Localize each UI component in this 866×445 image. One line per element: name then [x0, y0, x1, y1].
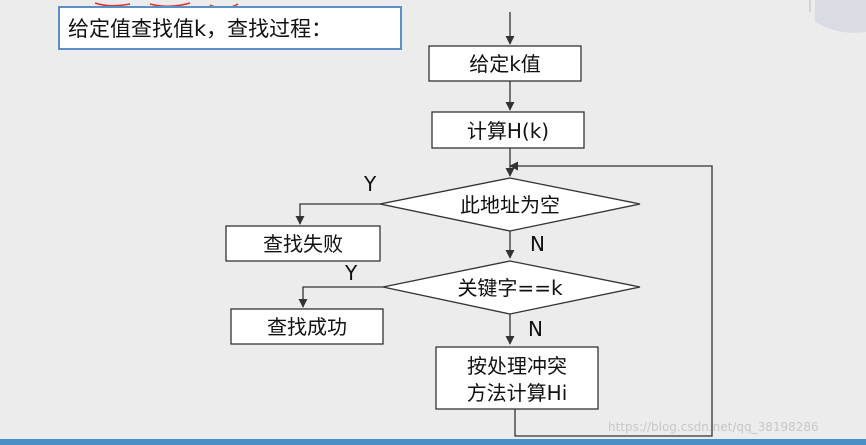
- key-no-label: N: [528, 317, 543, 341]
- title-box: [58, 6, 402, 50]
- key-check-diamond: [382, 260, 641, 315]
- collision-box-line-1: 按处理冲突: [467, 354, 567, 378]
- start-box: [428, 45, 582, 82]
- key-yes-label: Y: [344, 261, 358, 285]
- arrow-empty-yes-to-fail: [295, 203, 380, 225]
- fail-box: [225, 225, 381, 262]
- empty-no-label: N: [530, 232, 545, 256]
- arrow-key-yes-to-success: [298, 286, 383, 308]
- title-text: 给定值查找值k，查找过程：: [68, 17, 332, 41]
- collision-box: [435, 346, 599, 410]
- empty-check-label: 此地址为空: [460, 193, 560, 217]
- compute-box-label: 计算H(k): [467, 119, 549, 143]
- bottom-accent-bar: [0, 439, 866, 445]
- empty-check-diamond: [379, 177, 641, 232]
- loop-back-arrow: [509, 161, 713, 437]
- collision-box-line-2: 方法计算Hi: [467, 381, 568, 405]
- compute-box: [431, 111, 585, 149]
- key-check-label: 关键字==k: [457, 276, 563, 300]
- success-box: [230, 308, 384, 345]
- success-box-label: 查找成功: [267, 315, 347, 339]
- presenter-video-thumbnail: [815, 0, 866, 33]
- start-box-label: 给定k值: [469, 52, 541, 76]
- empty-yes-label: Y: [363, 172, 377, 196]
- fail-box-label: 查找失败: [263, 232, 343, 256]
- watermark-text: https://blog.csdn.net/qq_38198286: [608, 420, 819, 434]
